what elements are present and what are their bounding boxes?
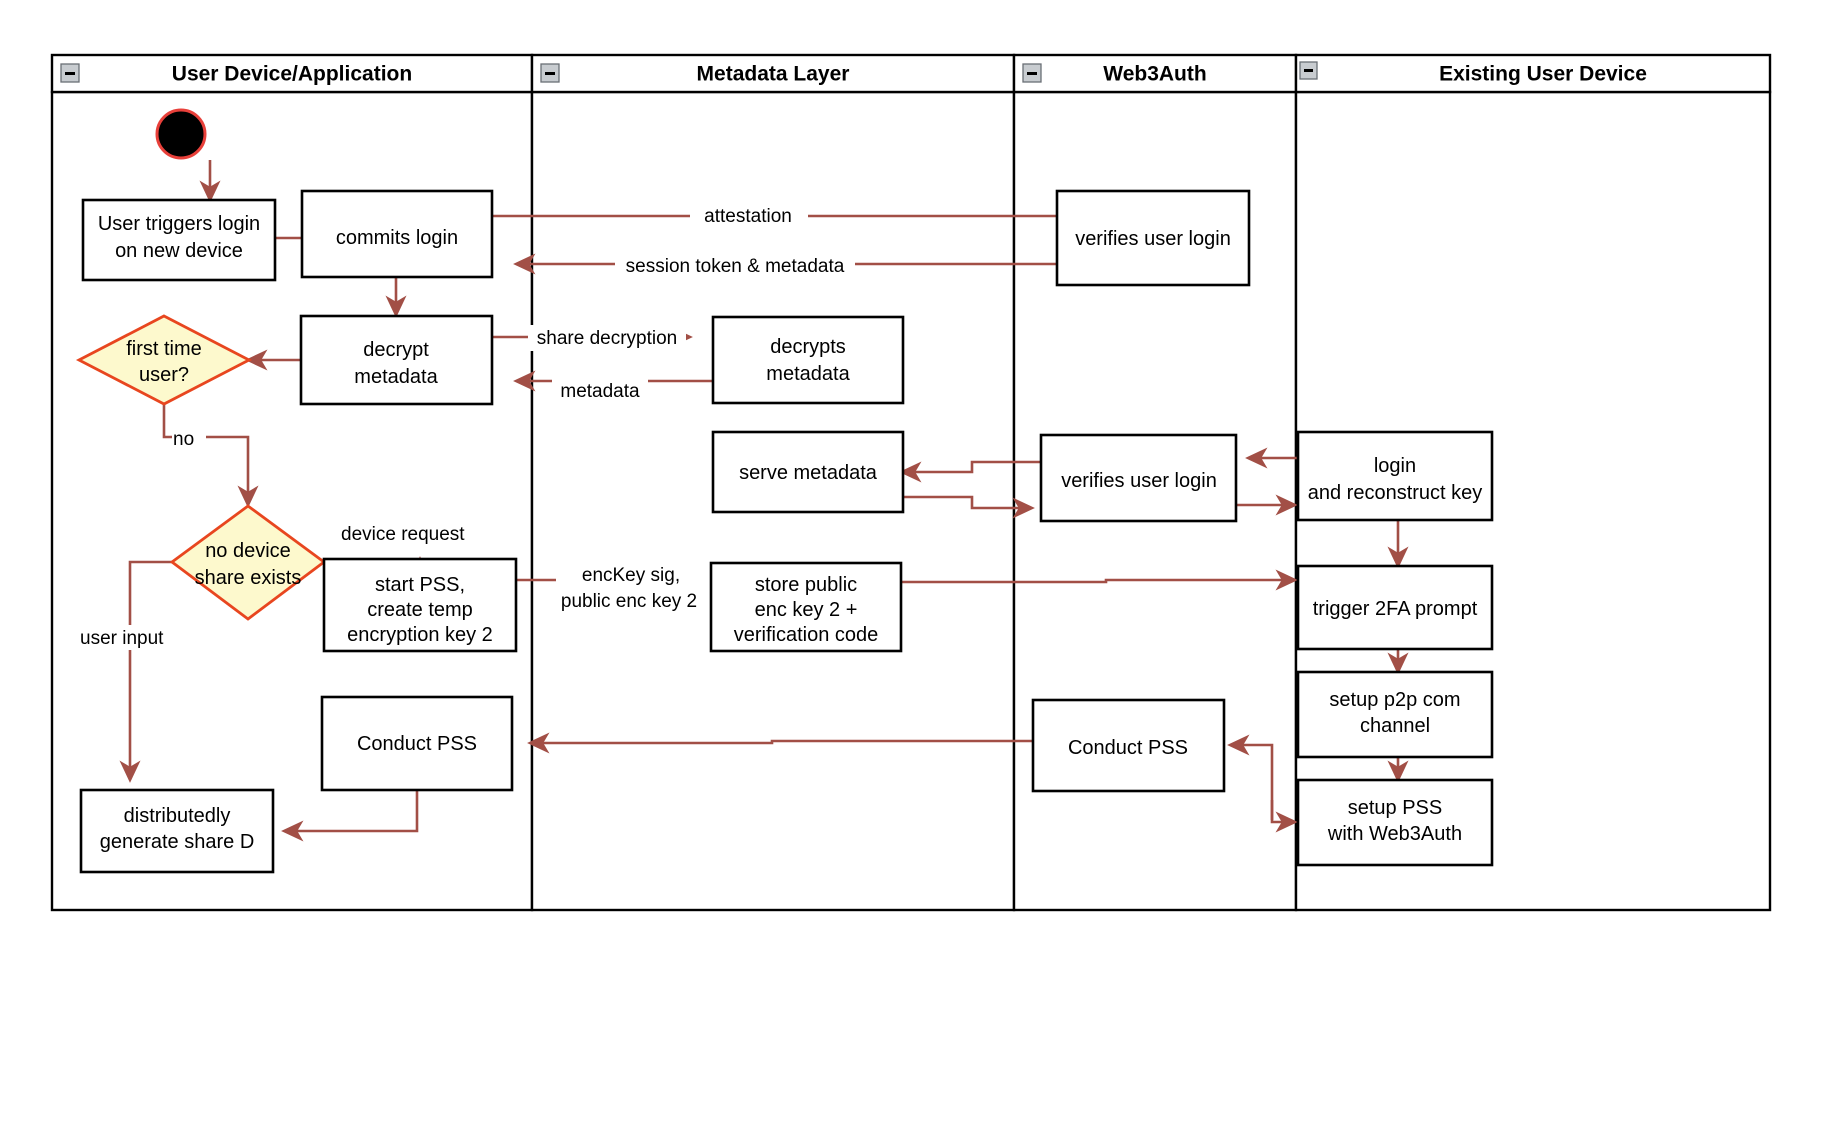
lane-header-user-device — [50, 53, 534, 94]
node-no-device-share-exists[interactable]: no device share exists — [169, 504, 327, 621]
node-text-line: Conduct PSS — [1068, 737, 1188, 759]
node-text-line: verifies user login — [1061, 470, 1217, 492]
node-user-triggers-login[interactable]: User triggers login on new device — [81, 198, 277, 282]
edge-label-text: share decryption — [537, 328, 677, 349]
node-text-line: Conduct PSS — [357, 733, 477, 755]
edge-label-device-request: device request — [338, 521, 478, 546]
node-decrypts-metadata[interactable]: decrypts metadata — [711, 315, 905, 405]
node-text-line: share exists — [195, 567, 302, 589]
edge-label-no: no — [172, 425, 206, 450]
edge-label-text: device request — [341, 524, 465, 545]
edge-label-share-decryption: share decryption — [528, 325, 686, 351]
node-setup-p2p-com-channel[interactable]: setup p2p com channel — [1296, 670, 1494, 759]
node-text-line: setup p2p com — [1329, 689, 1460, 711]
node-text-line: encryption key 2 — [347, 624, 493, 646]
node-text-line: store public — [755, 574, 857, 596]
minus-box-icon[interactable] — [60, 63, 80, 83]
node-text-line: create temp — [367, 599, 473, 621]
node-verifies-user-login-top[interactable]: verifies user login — [1055, 189, 1251, 287]
node-text-line: login — [1374, 455, 1416, 477]
minus-box-icon[interactable] — [1022, 63, 1042, 83]
edge-label-text: user input — [80, 628, 164, 649]
node-text-line: verification code — [734, 624, 879, 646]
edge-label-enckey-sig: encKey sig, public enc key 2 — [556, 562, 708, 616]
node-text-line: metadata — [766, 363, 850, 385]
node-text-line: user? — [139, 364, 189, 386]
node-trigger-2fa-prompt[interactable]: trigger 2FA prompt — [1296, 564, 1494, 651]
node-text-line: serve metadata — [739, 462, 878, 484]
node-commits-login[interactable]: commits login — [300, 189, 494, 279]
edge-store-public-to-trigger-2fa — [900, 569, 1298, 591]
node-verifies-user-login-mid[interactable]: verifies user login — [1039, 433, 1238, 523]
minus-box-icon[interactable] — [1299, 61, 1318, 80]
node-conduct-pss-user[interactable]: Conduct PSS — [320, 695, 514, 792]
node-text-line: trigger 2FA prompt — [1313, 598, 1478, 620]
node-text-line: User triggers login — [98, 213, 260, 235]
lane-title-user-device: User Device/Application — [172, 63, 412, 86]
node-text-line: start PSS, — [375, 574, 465, 596]
node-login-and-reconstruct-key[interactable]: login and reconstruct key — [1296, 430, 1494, 522]
lane-title-web3auth: Web3Auth — [1103, 63, 1206, 86]
edge-verifies-login-to-serve-metadata — [899, 460, 1040, 483]
edge-label-text: attestation — [704, 206, 792, 227]
node-text-line: verifies user login — [1075, 228, 1231, 250]
edge-label-text: public enc key 2 — [561, 591, 697, 612]
node-text-line: distributedly — [124, 805, 231, 827]
node-text-line: enc key 2 + — [755, 599, 858, 621]
node-text-line: first time — [126, 338, 202, 360]
node-text-line: and reconstruct key — [1308, 482, 1483, 504]
start-node — [155, 108, 207, 160]
node-text-line: metadata — [354, 366, 438, 388]
edge-label-metadata: metadata — [552, 378, 648, 404]
node-text-line: setup PSS — [1348, 797, 1443, 819]
edge-conduct-pss-to-setup-pss — [1270, 800, 1298, 833]
node-start-pss-create-temp-key[interactable]: start PSS, create temp encryption key 2 — [322, 557, 518, 653]
lane-title-metadata: Metadata Layer — [697, 63, 850, 86]
node-text-line: on new device — [115, 240, 243, 262]
node-distributedly-generate-share-d[interactable]: distributedly generate share D — [79, 788, 275, 874]
node-text-line: generate share D — [100, 831, 255, 853]
node-setup-pss-with-web3auth[interactable]: setup PSS with Web3Auth — [1296, 778, 1494, 867]
edge-label-session-token-metadata: session token & metadata — [615, 253, 855, 279]
edge-conduct-pss-to-generate-share-d — [281, 790, 419, 842]
node-text-line: with Web3Auth — [1327, 823, 1462, 845]
lane-title-existing-device: Existing User Device — [1439, 63, 1647, 86]
minus-box-icon[interactable] — [540, 63, 560, 83]
edge-label-text: encKey sig, — [582, 565, 680, 586]
node-text-line: decrypt — [363, 339, 429, 361]
edge-user-input — [119, 560, 173, 783]
node-text-line: commits login — [336, 227, 458, 249]
node-serve-metadata[interactable]: serve metadata — [711, 430, 905, 514]
edge-label-attestation: attestation — [690, 203, 808, 229]
node-first-time-user[interactable]: first time user? — [75, 314, 253, 406]
edge-label-user-input: user input — [78, 625, 183, 650]
node-conduct-pss-web3auth[interactable]: Conduct PSS — [1031, 698, 1226, 793]
edge-serve-metadata-to-verifies-login — [902, 495, 1035, 519]
lane-header-existing-device — [1294, 53, 1772, 94]
lane-header-web3auth — [1012, 53, 1298, 94]
edge-setup-pss-to-conduct-pss-web3auth — [1227, 734, 1274, 820]
node-text-line: decrypts — [770, 336, 846, 358]
node-store-public-enc-key[interactable]: store public enc key 2 + verification co… — [709, 561, 903, 653]
edge-conduct-pss-web3auth-to-user — [527, 732, 1032, 754]
node-text-line: channel — [1360, 715, 1430, 737]
node-decrypt-metadata[interactable]: decrypt metadata — [299, 314, 494, 406]
edge-label-text: metadata — [560, 381, 640, 402]
node-text-line: no device — [205, 540, 291, 562]
edge-label-text: no — [173, 429, 194, 450]
edge-label-text: session token & metadata — [626, 256, 845, 277]
lane-existing-device: Existing User Device — [1294, 53, 1772, 912]
